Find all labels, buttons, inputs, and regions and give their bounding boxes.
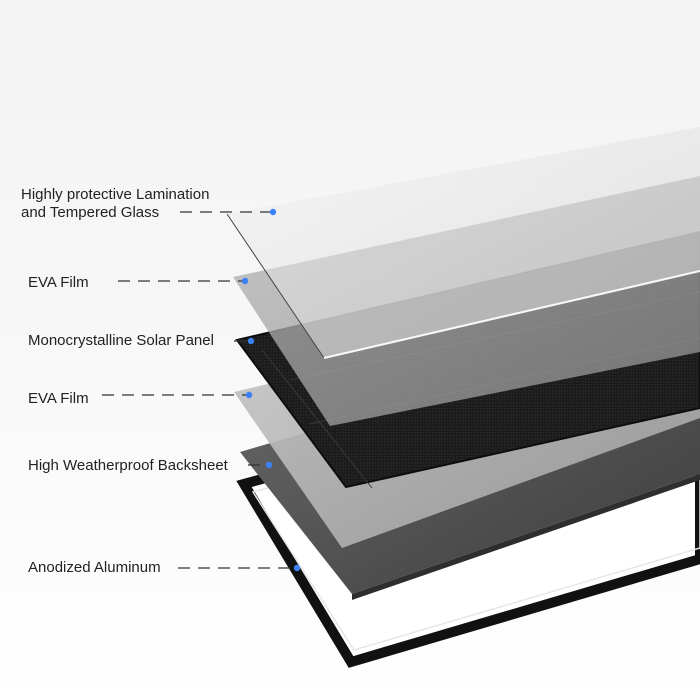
leader-dot-solar <box>247 337 255 345</box>
leader-lines <box>102 211 294 569</box>
label-solar: Monocrystalline Solar Panel <box>28 332 214 350</box>
label-frame-text: Anodized Aluminum <box>28 559 161 576</box>
label-glass: Highly protective Lamination and Tempere… <box>21 186 241 222</box>
label-frame: Anodized Aluminum <box>28 559 161 577</box>
tempered-glass-layer <box>226 127 700 359</box>
leader-dot-glass <box>269 208 277 216</box>
leader-dots <box>241 208 301 572</box>
leader-dot-frame <box>293 564 301 572</box>
label-backsheet-text: High Weatherproof Backsheet <box>28 457 228 474</box>
leader-dot-backsheet <box>265 461 273 469</box>
label-solar-text: Monocrystalline Solar Panel <box>28 332 214 349</box>
label-glass-line-2: and Tempered Glass <box>21 204 160 221</box>
label-eva-top-text: EVA Film <box>28 274 89 291</box>
label-eva-bottom: EVA Film <box>28 390 89 408</box>
label-eva-bottom-text: EVA Film <box>28 390 89 407</box>
label-glass-line-1: Highly protective Lamination <box>21 186 210 203</box>
label-backsheet: High Weatherproof Backsheet <box>28 457 228 475</box>
leader-dot-eva-top <box>241 277 249 285</box>
leader-dot-eva-bottom <box>245 391 253 399</box>
label-eva-top: EVA Film <box>28 274 89 292</box>
